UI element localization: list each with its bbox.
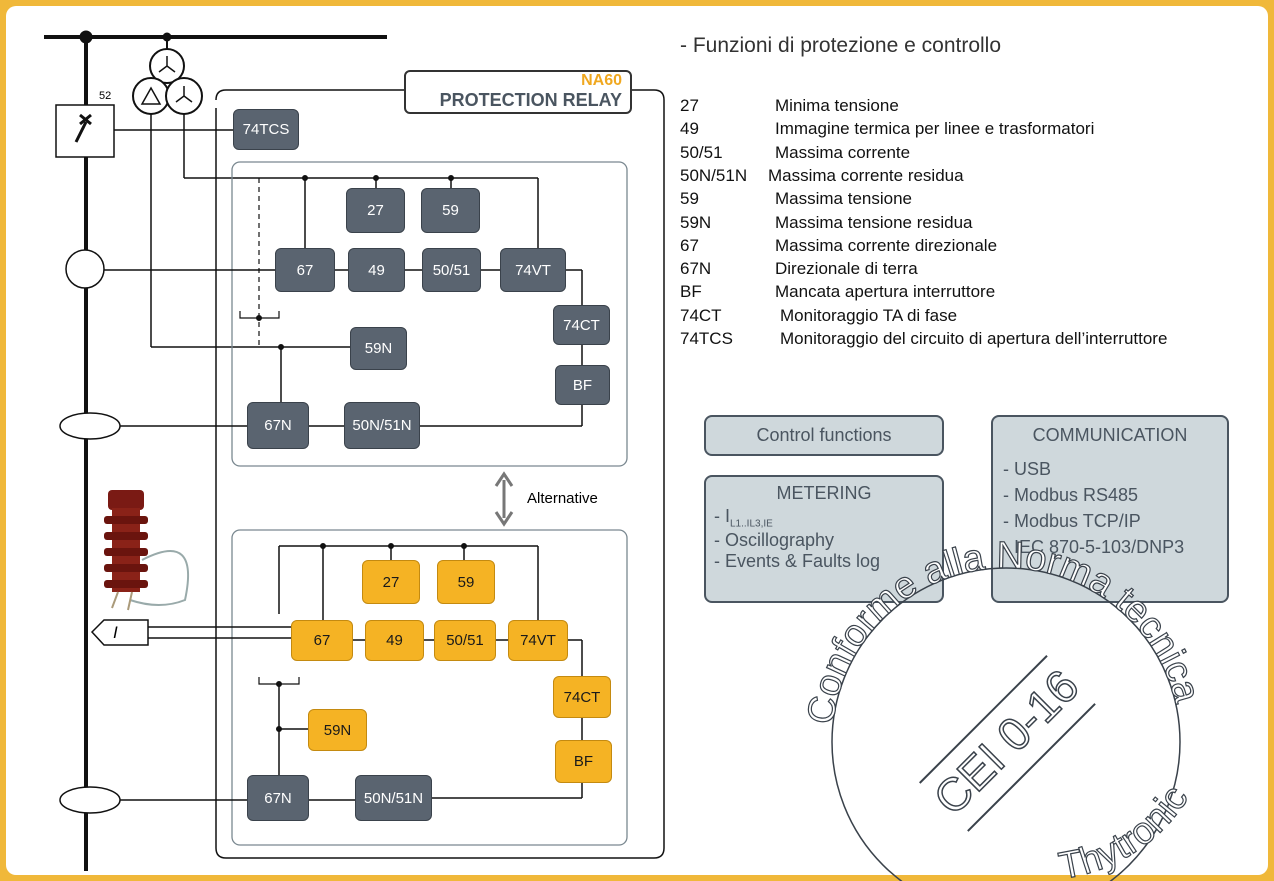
residual-ct-lower (59, 786, 121, 814)
functions-title: - Funzioni di protezione e controllo (680, 34, 1002, 57)
metering-title: METERING (776, 483, 872, 503)
function-description: Monitoraggio del circuito di apertura de… (780, 329, 1168, 348)
function-description: Massima tensione residua (775, 212, 973, 232)
metering-currents: - IL1..IL3,IE (714, 506, 942, 530)
comm-item: - Modbus TCP/IP (1003, 511, 1141, 531)
block-74ct-alt: 74CT (553, 676, 611, 718)
function-description: Immagine termica per linee e trasformato… (775, 119, 1095, 139)
breaker-label: 52 (99, 90, 112, 102)
function-description: Massima corrente (775, 142, 911, 162)
function-description: Mancata apertura interruttore (775, 282, 996, 302)
function-description: Monitoraggio TA di fase (780, 305, 958, 325)
communication-box: COMMUNICATION - USB - Modbus RS485 - Mod… (991, 415, 1229, 603)
comm-item: - USB (1003, 459, 1052, 479)
block-50n-51n-alt: 50N/51N (355, 775, 432, 821)
function-code: 67 (680, 235, 699, 255)
function-code: BF (680, 282, 702, 302)
block-50-51-alt: 50/51 (434, 620, 496, 661)
metering-sub2: L3,I (749, 518, 767, 530)
function-description: Massima corrente residua (768, 165, 964, 185)
metering-line1: - I (714, 506, 730, 526)
block-59: 59 (421, 188, 480, 233)
block-50-51: 50/51 (422, 248, 481, 292)
function-code: 59 (680, 189, 699, 209)
current-label: I (113, 623, 118, 642)
block-bf-alt: BF (555, 740, 612, 783)
comm-item: - IEC 870-5-103/DNP3 (1003, 537, 1185, 557)
block-74vt: 74VT (500, 248, 566, 292)
phase-ct (65, 249, 105, 289)
block-50n-51n: 50N/51N (344, 402, 420, 449)
function-code: 50N/51N (680, 165, 748, 185)
breaker-52 (55, 104, 115, 158)
metering-item: - Events & Faults log (714, 550, 881, 571)
block-59n-alt: 59N (308, 709, 367, 751)
current-sensor-tag (90, 619, 149, 646)
block-bf: BF (555, 365, 610, 405)
function-code: 49 (680, 119, 699, 139)
block-74vt-alt: 74VT (508, 620, 568, 661)
function-description: Massima corrente direzionale (775, 235, 998, 255)
function-code: 67N (680, 259, 712, 279)
function-code: 50/51 (680, 142, 723, 162)
block-27-alt: 27 (362, 560, 420, 604)
block-67: 67 (275, 248, 335, 292)
relay-name: PROTECTION RELAY (439, 90, 622, 110)
block-74ct: 74CT (553, 305, 610, 345)
function-code: 74TCS (680, 329, 733, 348)
control-functions-box: Control functions (704, 415, 944, 456)
comm-item: - Modbus RS485 (1003, 485, 1139, 505)
metering-sub3: E (766, 518, 773, 530)
function-code: 59N (680, 212, 712, 232)
metering-sub1: L1..I (730, 518, 750, 530)
block-59-alt: 59 (437, 560, 495, 604)
communication-title: COMMUNICATION (1032, 425, 1188, 445)
block-59n: 59N (350, 327, 407, 370)
alternative-label: Alternative (527, 490, 598, 507)
residual-ct (59, 412, 121, 440)
vt-left (132, 77, 170, 115)
block-67-alt: 67 (291, 620, 353, 661)
block-67n: 67N (247, 402, 309, 449)
block-74tcs: 74TCS (233, 109, 299, 150)
function-description: Direzionale di terra (775, 259, 918, 279)
current-sensor-image (104, 490, 190, 611)
block-49-alt: 49 (365, 620, 424, 661)
function-code: 27 (680, 96, 699, 115)
function-description: Minima tensione (775, 96, 899, 115)
block-27: 27 (346, 188, 405, 233)
relay-model: NA60 (581, 72, 622, 89)
block-49: 49 (348, 248, 405, 292)
function-description: Massima tensione (775, 189, 913, 209)
control-functions-label: Control functions (756, 425, 892, 445)
block-67n-alt: 67N (247, 775, 309, 821)
function-code: 74CT (680, 305, 722, 325)
relay-brand-label: NA60 PROTECTION RELAY (404, 70, 632, 114)
metering-box: METERING - IL1..IL3,IE - Oscillography -… (704, 475, 944, 603)
metering-item: - Oscillography (714, 529, 835, 550)
